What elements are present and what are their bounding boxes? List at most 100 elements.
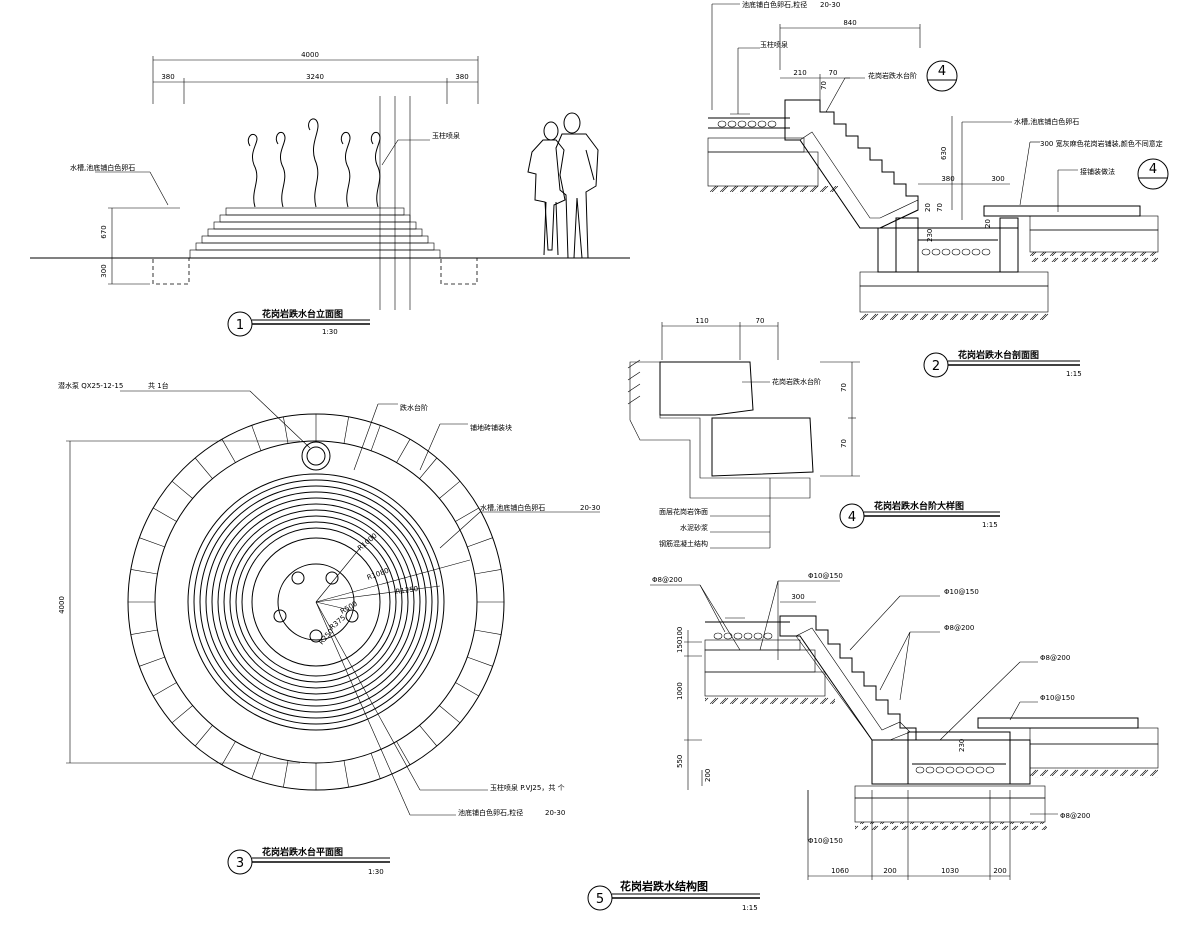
section-note-trough: 水槽,池底铺白色卵石 [1014, 117, 1079, 126]
structure-number: 5 [596, 892, 604, 907]
section-dim-d4: 300 [991, 175, 1004, 183]
structure-title: 花岗岩跌水结构图 [620, 879, 708, 893]
section-dim-step: 70 [820, 81, 828, 90]
detail-note-n1: 面层花岗岩饰面 [659, 507, 708, 516]
detail-dim-w2: 70 [756, 317, 765, 325]
section-dim-c3: 230 [926, 229, 934, 242]
structure-upper-pebbles [713, 632, 773, 640]
section-note-stair: 花岗岩跌水台阶 [868, 71, 917, 80]
section-note-ref: 接铺装做法 [1080, 167, 1115, 176]
paving-joint [153, 507, 177, 522]
detail-dim-h2: 70 [840, 439, 848, 448]
section-ref-mark-2: 4 [1149, 162, 1157, 177]
paving-joint [467, 537, 493, 548]
plan-note-bottom-pebble: 池底铺白色卵石,粒径 [458, 808, 523, 817]
plan-note-nozzle: 玉柱喷泉 P.VJ25，共 个 [490, 783, 565, 792]
paving-joint [343, 760, 349, 788]
paving-joint [419, 457, 438, 479]
detail-title: 花岗岩跌水台阶大样图 [874, 500, 964, 512]
structure-dim-h3: 1000 [676, 682, 684, 700]
section-dim-c1: 20 [924, 203, 932, 212]
detail-note-n3: 钢筋混凝土结构 [659, 539, 708, 548]
structure-dim-h6: 230 [958, 739, 966, 752]
plan-scale: 1:30 [368, 868, 384, 876]
structure-dim-b1: 1060 [831, 867, 849, 875]
paving-joint [194, 457, 213, 479]
structure-rebar-r1: Φ8@200 [652, 576, 682, 584]
trough-pebbles [921, 248, 991, 256]
plan-title: 花岗岩跌水台平面图 [262, 846, 343, 858]
upper-pebbles [717, 120, 777, 128]
plan-note-pebble-range: 20-30 [580, 504, 600, 512]
paving-joint [139, 537, 165, 548]
elevation-drawing: 4000 380 3240 380 670 300 [30, 51, 630, 337]
elev-number: 1 [236, 318, 244, 333]
elevation-steps [189, 207, 441, 259]
paving-joint [455, 507, 479, 522]
plan-note-pump-qty: 共 1台 [148, 381, 169, 390]
paving-joint [221, 439, 236, 463]
detail-scale: 1:15 [982, 521, 998, 529]
paving-joint [439, 480, 461, 499]
structure-drawing: 100 150 1000 550 200 230 300 1060 200 10… [587, 572, 1159, 912]
paving-joint [474, 569, 502, 575]
elev-note-pebble: 水槽,池底铺白色卵石 [70, 163, 135, 172]
plan-note-pebble: 水槽,池底铺白色卵石 [480, 503, 545, 512]
paving-joint [171, 480, 193, 499]
paving-joint [370, 425, 381, 451]
paving-joint [130, 629, 158, 635]
structure-dim-h5: 200 [704, 769, 712, 782]
elev-dim-total: 4000 [301, 51, 319, 59]
structure-trough-pebbles [915, 766, 995, 774]
structure-dim-top: 300 [791, 593, 804, 601]
detail-note-n2: 水泥砂浆 [680, 523, 708, 532]
section-dim-c2: 70 [936, 203, 944, 212]
structure-rebar-r6: Φ10@150 [1040, 694, 1075, 702]
elev-dim-left: 380 [161, 73, 174, 81]
section-note-range: 20-30 [820, 1, 840, 9]
detail-drawing: 110 70 70 70 花岗岩跌水台阶 面层花岗岩饰面 水泥砂浆 钢筋混凝土结… [627, 317, 1000, 549]
paving-joint [171, 705, 193, 724]
section-note-nozzle: 玉柱喷泉 [760, 40, 788, 49]
section-drawing: 840 210 70 70 [707, 0, 1169, 378]
paving-joint [251, 425, 262, 451]
section-number: 2 [932, 359, 940, 374]
structure-dim-b3: 1030 [941, 867, 959, 875]
plan-note-pump: 潜水泵 QX25-12-15 [58, 381, 123, 390]
section-scale: 1:15 [1066, 370, 1082, 378]
section-ref-mark-1: 4 [938, 64, 946, 79]
paving-joint [439, 705, 461, 724]
elev-note-nozzle: 玉柱喷泉 [432, 131, 460, 140]
paving-joint [283, 760, 289, 788]
plan-drawing: R1000 R1080 R1250 R500 R375 R250 4000 潜水… [58, 381, 600, 876]
paving-joint [283, 416, 289, 444]
plan-note-paving: 铺地砖铺装块 [470, 423, 512, 432]
paving-joint [455, 682, 479, 697]
section-note-pebble-top: 池底铺白色卵石,粒径 [742, 0, 807, 9]
elev-title: 花岗岩跌水台立面图 [262, 308, 343, 320]
plan-dim-r4: R500 [339, 600, 359, 616]
scale-figures [527, 112, 599, 259]
detail-dim-w1: 110 [695, 317, 708, 325]
structure-rebar-r8: Φ10@150 [808, 837, 843, 845]
elev-dim-middle: 3240 [306, 73, 324, 81]
plan-note-stair: 跌水台阶 [400, 403, 428, 412]
paving-joint [130, 569, 158, 575]
paving-joint [396, 741, 411, 765]
section-dim-top-width: 840 [843, 19, 856, 27]
structure-rebar-r3: Φ10@150 [944, 588, 979, 596]
detail-note-block: 花岗岩跌水台阶 [772, 377, 821, 386]
elev-dim-height-top: 670 [100, 225, 108, 238]
paving-joint [221, 741, 236, 765]
elev-scale: 1:30 [322, 328, 338, 336]
section-dim-d2: 70 [829, 69, 838, 77]
plan-dim-diameter: 4000 [58, 596, 66, 614]
paving-joint [370, 753, 381, 779]
structure-rebar-r2: Φ10@150 [808, 572, 843, 580]
structure-dim-h1: 100 [676, 627, 684, 640]
section-dim-c4: 20 [984, 219, 992, 228]
paving-joint [139, 656, 165, 667]
paving-joint [194, 725, 213, 747]
structure-rebar-r5: Φ8@200 [1040, 654, 1070, 662]
